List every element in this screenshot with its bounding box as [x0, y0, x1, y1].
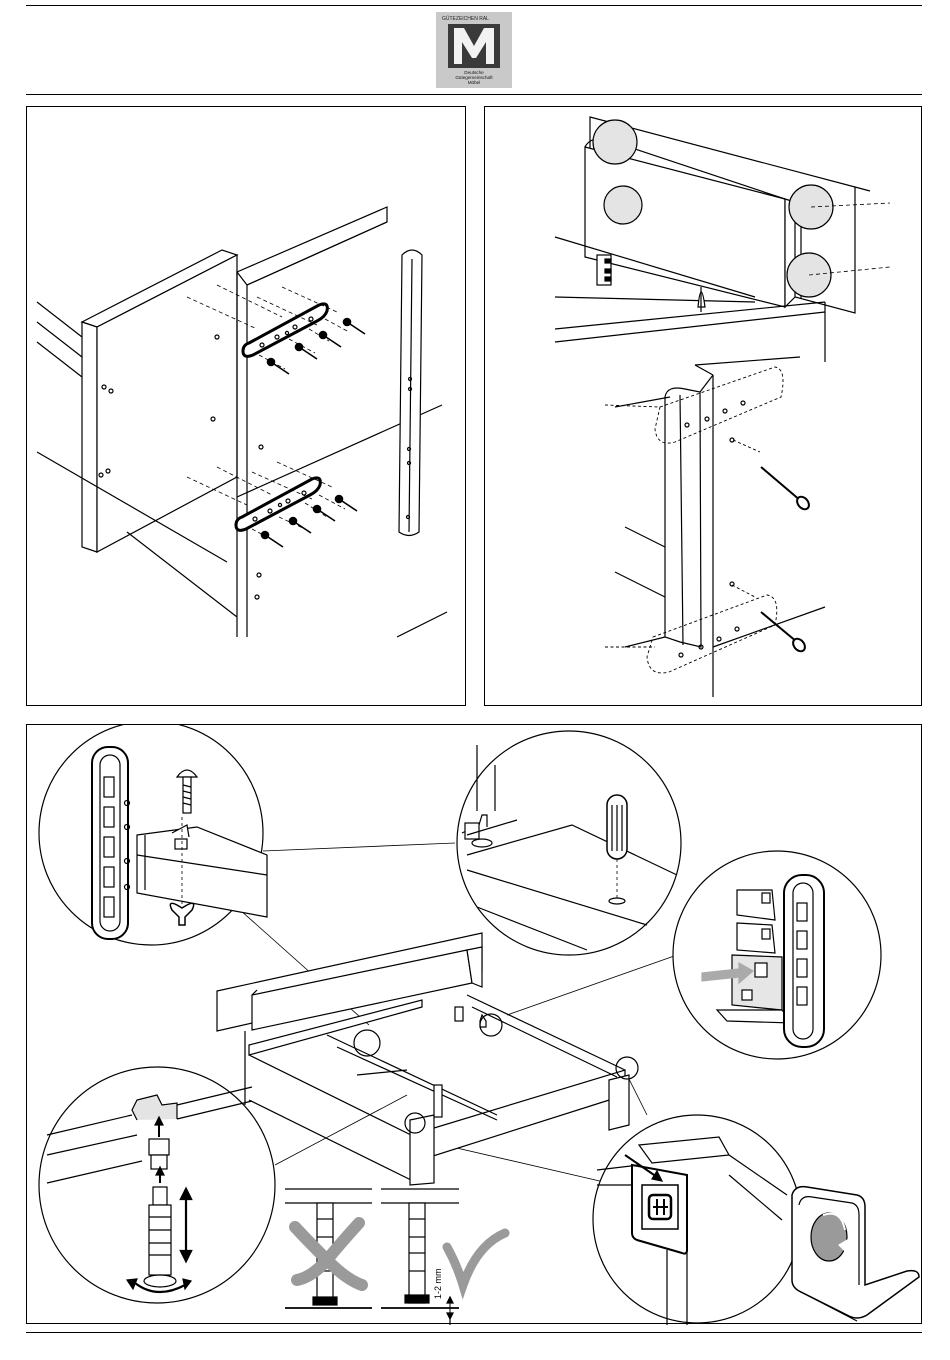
corner-bracket-detail [792, 1187, 919, 1321]
header-rule [26, 94, 922, 95]
bed-frame-illustration [27, 725, 923, 1325]
logo-bottom-text: Deutsche Gütegemeinschaft Möbel [436, 70, 512, 85]
detail-circle-height-adjuster [39, 1067, 275, 1303]
detail-circle-bracket-bolt [39, 725, 267, 945]
headboard-plate-illustration [27, 107, 467, 707]
upper-connector-plate [243, 304, 327, 356]
gap-measure-label: 1-2 mm [433, 1268, 443, 1299]
top-rule [26, 5, 922, 6]
side-rail-illustration [485, 107, 923, 707]
feet-comparison [285, 1189, 505, 1325]
panel-bed-frame-overview: 1-2 mm [26, 724, 922, 1324]
detail-circle-hook-bracket [673, 851, 881, 1059]
long-screw-bottom [761, 612, 807, 654]
quality-seal-logo: GÜTEZEICHEN RAL Deutsche Gütegemeinschaf… [436, 12, 512, 88]
detail-circle-corner-bracket [593, 1115, 801, 1325]
vertical-rail [399, 250, 422, 536]
panel-side-rail-screws [484, 106, 922, 706]
lower-connector-plate [236, 478, 320, 530]
detail-circle-dowel [457, 731, 681, 955]
long-screw-top [761, 467, 811, 512]
panel-headboard-plates [26, 106, 466, 706]
bed-frame [217, 933, 638, 1185]
footer-rule [26, 1332, 922, 1333]
